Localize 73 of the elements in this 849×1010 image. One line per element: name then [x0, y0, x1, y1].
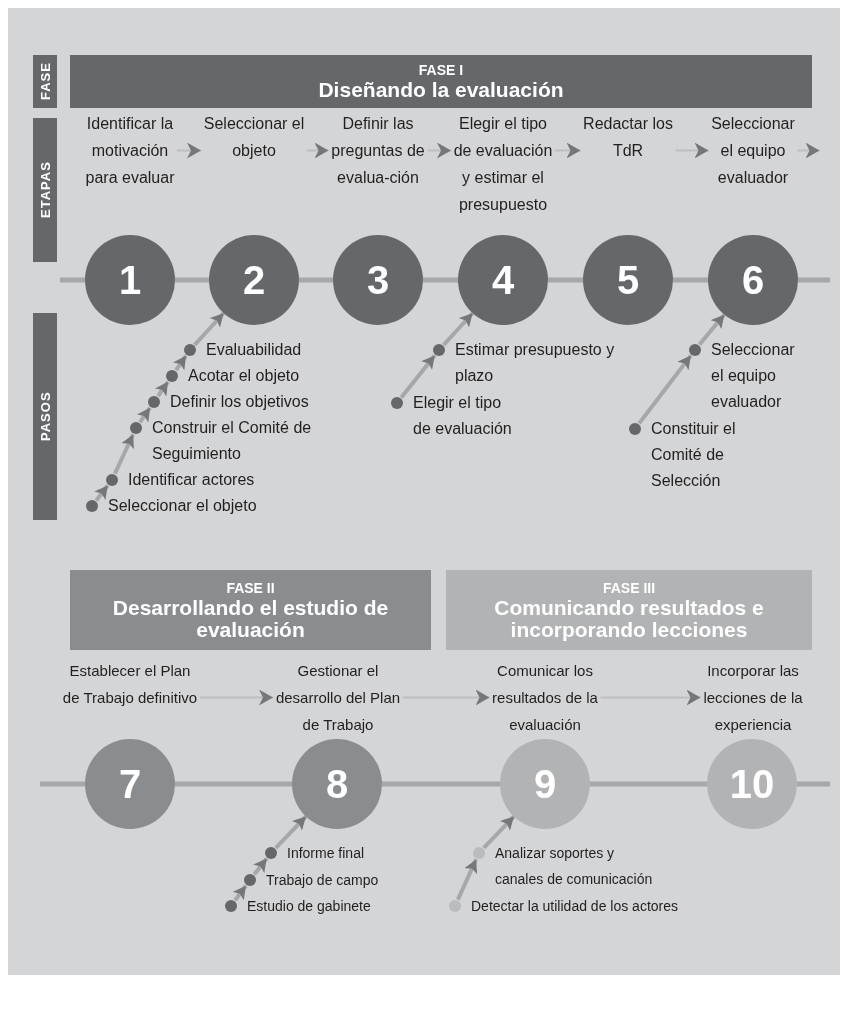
step-connector-arrow — [172, 354, 188, 372]
timeline-line — [797, 781, 830, 787]
chevron-arrow — [796, 142, 821, 159]
step-connector-arrow — [697, 313, 726, 346]
phase-number: FASE III — [602, 579, 656, 597]
step-text: Definir los objetivos — [170, 392, 310, 412]
step-text: Seleccionar el equipo evaluador — [711, 340, 796, 412]
stage-text: Elegir el tipo de evaluación y estimar el presupuesto — [453, 110, 553, 218]
step-text: Trabajo de campo — [266, 871, 380, 890]
timeline-line — [548, 277, 583, 283]
step-text: Construir el Comité de Seguimiento — [152, 418, 312, 464]
step-connector-arrow — [274, 815, 308, 850]
phase-banner — [446, 570, 812, 650]
chevron-arrow — [599, 689, 702, 706]
step-text: Estudio de gabinete — [247, 897, 372, 916]
step-connector-arrow — [442, 311, 475, 347]
side-heading-band: PASOS — [33, 313, 57, 520]
stage-text: Seleccionar el equipo evaluador — [710, 110, 796, 191]
chevron-arrow — [176, 142, 202, 159]
timeline-line — [175, 781, 292, 787]
step-connector-arrow — [113, 433, 135, 475]
step-text: Elegir el tipo de evaluación — [413, 393, 513, 439]
stage-text: Redactar los TdR — [582, 110, 674, 164]
step-connector-arrow — [637, 354, 693, 425]
chevron-arrow — [402, 689, 491, 706]
step-text: Estimar presupuesto y plazo — [455, 340, 615, 386]
timeline-line — [382, 781, 500, 787]
step-connector-arrow — [232, 884, 248, 902]
phase-number: FASE II — [226, 579, 275, 597]
phase-title: Diseñando la evaluación — [318, 79, 564, 101]
chevron-arrow — [426, 142, 452, 159]
phase-banner — [70, 55, 812, 108]
step-text: Detectar la utilidad de los actores — [471, 897, 679, 916]
timeline-line — [590, 781, 707, 787]
stage-text: Incorporar las lecciones de la experiencia — [702, 657, 804, 738]
chevron-arrow — [674, 142, 710, 159]
step-text: Evaluabilidad — [206, 340, 303, 360]
stage-text: Identificar la motivación para evaluar — [85, 110, 175, 191]
step-connector-arrow — [154, 380, 170, 398]
step-text: Identificar actores — [128, 470, 256, 490]
timeline-line — [175, 277, 209, 283]
phase-banner — [70, 570, 431, 650]
step-text: Analizar soportes y canales de comunicación — [495, 844, 654, 889]
step-connector-arrow — [193, 311, 226, 347]
timeline-line — [40, 781, 85, 787]
phase-title: Comunicando resultados e incorporando lecciones — [493, 596, 765, 641]
step-connector-arrow — [136, 406, 152, 424]
step-text: Informe final — [287, 844, 366, 863]
stage-text: Establecer el Plan de Trabajo definitivo — [62, 657, 198, 711]
side-heading-band: FASE — [33, 55, 57, 108]
timeline-line — [60, 277, 85, 283]
step-connector-arrow — [482, 815, 516, 850]
step-connector-arrow — [252, 857, 269, 876]
phase-title: Desarrollando el estudio de evaluación — [111, 596, 390, 641]
step-text: Seleccionar el objeto — [108, 496, 258, 516]
stage-text: Seleccionar el objeto — [203, 110, 305, 164]
timeline-line — [423, 277, 458, 283]
chevron-arrow — [199, 689, 274, 706]
stage-text: Definir las preguntas de evalua-ción — [330, 110, 426, 191]
side-heading-band: ETAPAS — [33, 118, 57, 262]
step-connector-arrow — [94, 484, 110, 502]
timeline-line — [798, 277, 830, 283]
step-connector-arrow — [456, 858, 478, 901]
step-text: Constituir el Comité de Selección — [651, 419, 737, 491]
step-text: Acotar el objeto — [188, 366, 301, 386]
step-connector-arrow — [399, 354, 437, 399]
phase-number: FASE I — [418, 62, 464, 79]
chevron-arrow — [554, 142, 582, 159]
chevron-arrow — [306, 142, 330, 159]
stage-text: Comunicar los resultados de la evaluación — [491, 657, 599, 738]
stage-text: Gestionar el desarrollo del Plan de Trabajo — [275, 657, 401, 738]
timeline-line — [299, 277, 333, 283]
timeline-line — [673, 277, 708, 283]
